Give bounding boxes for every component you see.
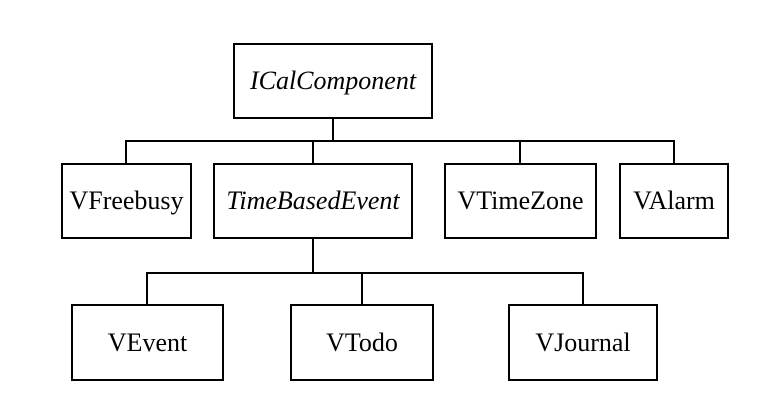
connector-stub-vjournal (582, 272, 584, 304)
node-icalcomponent: ICalComponent (233, 43, 433, 119)
node-valarm-label: VAlarm (633, 186, 715, 215)
connector-stub-timebasedevent (312, 140, 314, 163)
connector-timebasedevent-riser (312, 239, 314, 274)
connector-bottom-bus (146, 272, 584, 274)
node-vtodo: VTodo (290, 304, 434, 381)
node-timebasedevent: TimeBasedEvent (213, 163, 413, 239)
connector-stub-vtodo (361, 272, 363, 304)
connector-stub-vtimezone (519, 140, 521, 163)
connector-stub-vfreebusy (125, 140, 127, 163)
node-vjournal: VJournal (508, 304, 658, 381)
node-icalcomponent-label: ICalComponent (249, 66, 417, 95)
node-vevent-label: VEvent (107, 327, 188, 357)
node-timebasedevent-label: TimeBasedEvent (226, 186, 400, 215)
connector-icalcomponent-riser (332, 119, 334, 142)
node-vevent: VEvent (71, 304, 224, 381)
connector-top-bus (125, 140, 675, 142)
node-vjournal-label: VJournal (535, 327, 631, 357)
connector-stub-valarm (673, 140, 675, 163)
node-vtodo-label: VTodo (326, 327, 398, 357)
connector-stub-vevent (146, 272, 148, 304)
node-vtimezone-label: VTimeZone (457, 186, 584, 215)
node-valarm: VAlarm (619, 163, 729, 239)
node-vfreebusy-label: VFreebusy (69, 186, 184, 215)
node-vfreebusy: VFreebusy (61, 163, 192, 239)
node-vtimezone: VTimeZone (444, 163, 597, 239)
